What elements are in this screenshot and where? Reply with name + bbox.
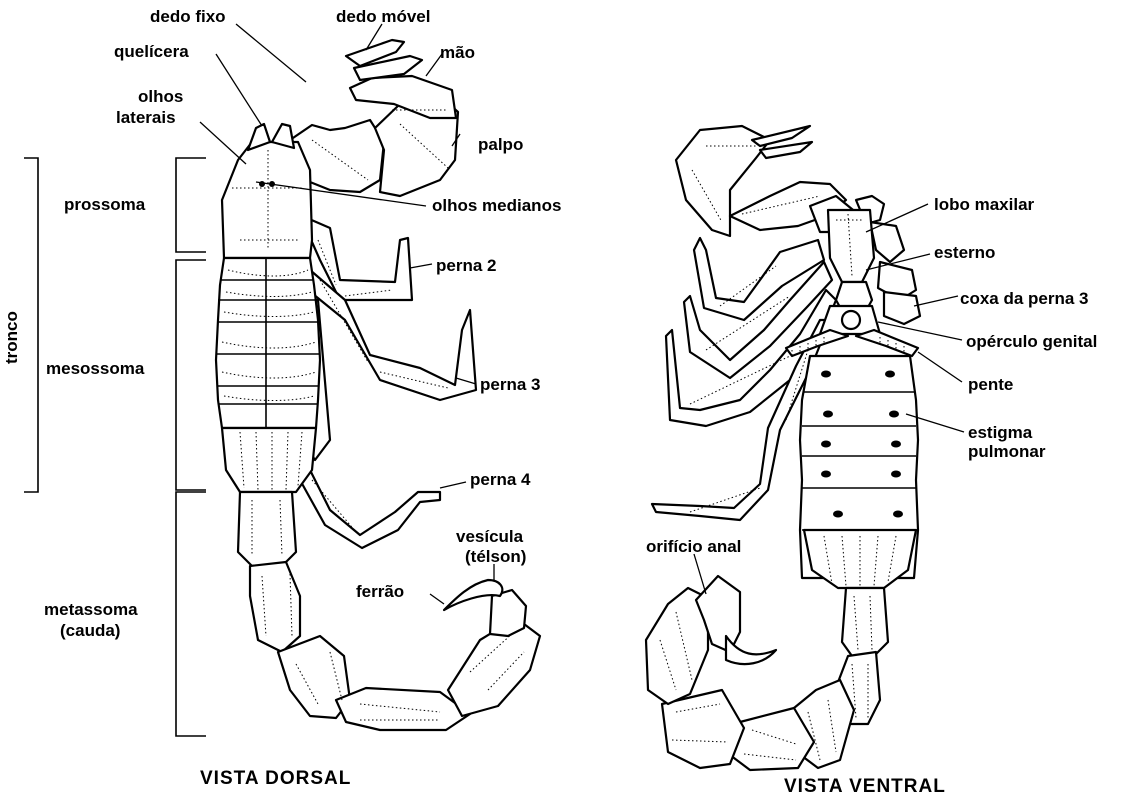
caption-ventral: VISTA VENTRAL <box>784 776 946 797</box>
label-esterno: esterno <box>934 243 995 262</box>
label-vesicula-line2: (télson) <box>465 547 526 566</box>
label-vesicula-line1: vesícula <box>456 527 524 546</box>
label-coxa-da-perna-3: coxa da perna 3 <box>960 289 1089 308</box>
region-metassoma-line2: (cauda) <box>60 621 120 640</box>
region-metassoma-line1: metassoma <box>44 600 138 619</box>
dorsal-mesosoma <box>216 258 320 492</box>
label-mao: mão <box>440 43 475 62</box>
label-orificio-anal: orifício anal <box>646 537 741 556</box>
label-palpo: palpo <box>478 135 523 154</box>
region-prossoma: prossoma <box>64 195 146 214</box>
caption-dorsal: VISTA DORSAL <box>200 768 351 789</box>
region-tronco: tronco <box>2 311 21 364</box>
region-mesossoma: mesossoma <box>46 359 145 378</box>
label-perna-4: perna 4 <box>470 470 531 489</box>
label-quelicera: quelícera <box>114 42 189 61</box>
label-operculo-genital: opérculo genital <box>966 332 1097 351</box>
label-dedo-fixo: dedo fixo <box>150 7 226 26</box>
label-estigma-line1: estigma <box>968 423 1033 442</box>
label-olhos-laterais-line1: olhos <box>138 87 183 106</box>
ventral-view: lobo maxilar esterno coxa da perna 3 opé… <box>646 126 1097 797</box>
label-estigma-line2: pulmonar <box>968 442 1046 461</box>
ventral-mesosoma <box>800 356 918 588</box>
label-olhos-medianos: olhos medianos <box>432 196 561 215</box>
label-dedo-movel: dedo móvel <box>336 7 430 26</box>
dorsal-view: dedo fixo dedo móvel quelícera mão olhos… <box>2 7 561 789</box>
ventral-metasoma <box>646 576 888 770</box>
dorsal-pedipalp <box>290 40 458 196</box>
label-ferrao: ferrão <box>356 582 404 601</box>
label-perna-3: perna 3 <box>480 375 540 394</box>
label-olhos-laterais-line2: laterais <box>116 108 176 127</box>
dorsal-brackets <box>24 158 206 736</box>
label-lobo-maxilar: lobo maxilar <box>934 195 1035 214</box>
label-pente: pente <box>968 375 1013 394</box>
dorsal-prosoma <box>222 124 312 258</box>
label-perna-2: perna 2 <box>436 256 496 275</box>
